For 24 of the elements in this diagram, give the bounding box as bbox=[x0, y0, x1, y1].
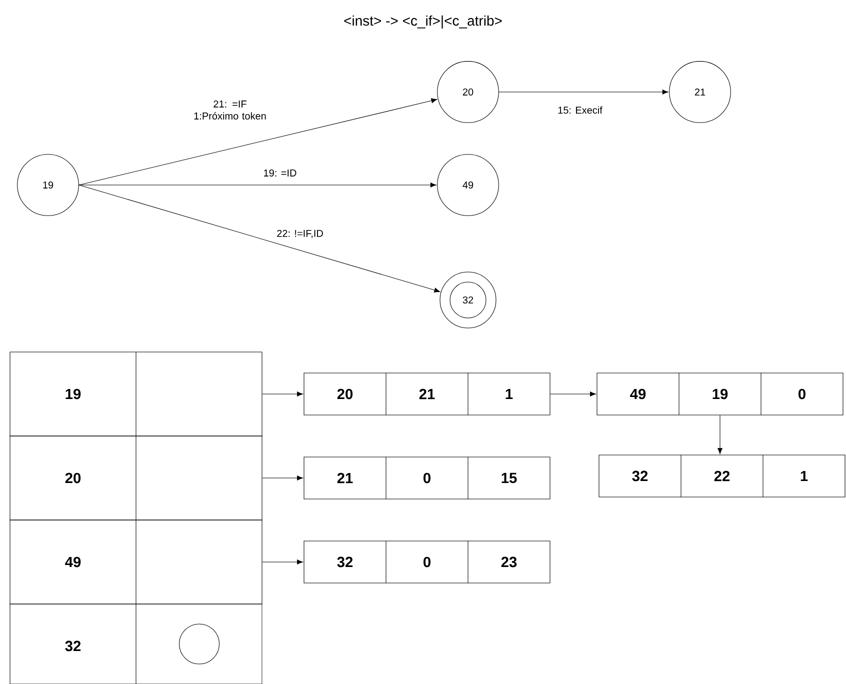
edge-label: 22: !=IF,ID bbox=[275, 228, 325, 240]
record-box: 20 21 1 bbox=[304, 372, 550, 416]
table-row: 20 bbox=[10, 436, 262, 520]
null-pointer-circle bbox=[179, 624, 220, 664]
arrow bbox=[498, 90, 668, 94]
edge-label: 19: =ID bbox=[262, 168, 298, 178]
arrow bbox=[718, 415, 722, 454]
arrow bbox=[78, 184, 440, 293]
table-row: 49 bbox=[10, 520, 262, 604]
edge-label: 21: =IF 1:Próximo token bbox=[187, 99, 273, 121]
record-box: 32 22 1 bbox=[598, 454, 846, 498]
arrow bbox=[550, 392, 596, 396]
arrow bbox=[78, 182, 436, 188]
arrow bbox=[262, 476, 303, 480]
edge-label: 15: Execif bbox=[556, 105, 604, 115]
table-row: 19 bbox=[10, 352, 262, 436]
table-row: 32 bbox=[10, 604, 262, 684]
record-box: 32 0 23 bbox=[304, 540, 550, 584]
arrow bbox=[262, 392, 303, 396]
title: <inst> -> <c_if>|<c_atrib> bbox=[344, 15, 502, 29]
record-box: 49 19 0 bbox=[596, 372, 844, 416]
record-box: 21 0 15 bbox=[304, 456, 550, 500]
arrow bbox=[78, 98, 438, 186]
arrow bbox=[262, 560, 303, 564]
